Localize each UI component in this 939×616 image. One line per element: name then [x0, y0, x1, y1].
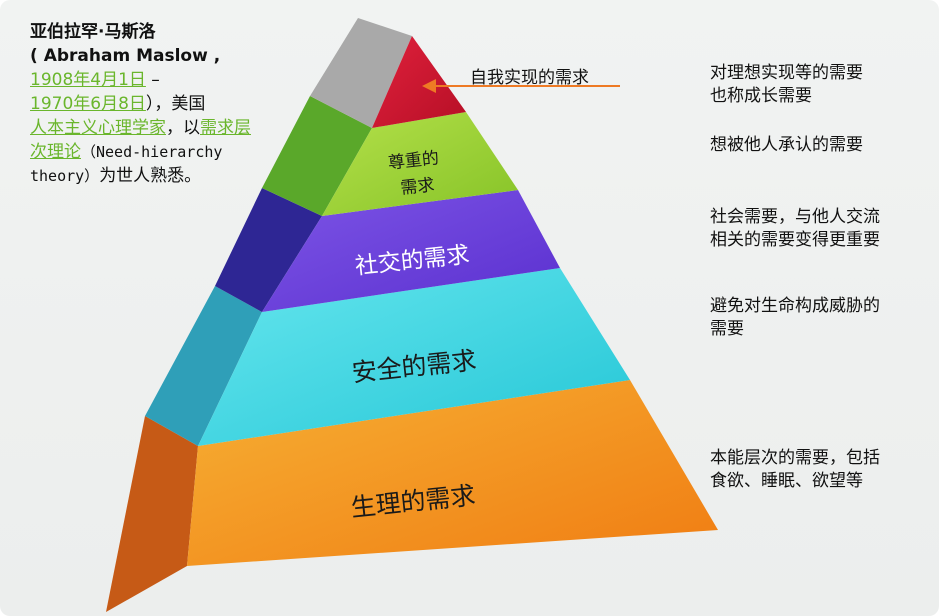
desc-self-actualization-line1: 对理想实现等的需要: [710, 63, 863, 83]
intro-ending: 为世人熟悉。: [99, 166, 202, 186]
intro-english-name: ( Abraham Maslow ,: [30, 46, 221, 66]
physiological-side-face: [106, 416, 198, 612]
desc-physiological-line1: 本能层次的需要，包括: [710, 448, 880, 468]
esteem-level: [322, 112, 518, 216]
desc-esteem-line1: 想被他人承认的需要: [710, 135, 863, 155]
desc-self-actualization: 对理想实现等的需要 也称成长需要: [710, 62, 925, 108]
safety-level: [198, 268, 630, 446]
desc-social-line1: 社会需要，与他人交流: [710, 207, 880, 227]
maslow-intro: 亚伯拉罕·马斯洛 ( Abraham Maslow , 1908年4月1日 – …: [30, 20, 260, 188]
desc-safety-line2: 需要: [710, 319, 744, 339]
desc-physiological: 本能层次的需要，包括 食欲、睡眠、欲望等: [710, 447, 925, 493]
intro-after-profession: ，以: [166, 118, 200, 138]
theory-english: （Need-hierarchy theory）: [30, 143, 223, 185]
safety-side-face: [145, 286, 262, 446]
self-actualization-level: [372, 36, 466, 128]
apex-side-face: [310, 18, 412, 128]
esteem-label-line2: 需求: [400, 175, 436, 198]
desc-self-actualization-line2: 也称成长需要: [710, 86, 812, 106]
desc-social-line2: 相关的需要变得更重要: [710, 230, 880, 250]
death-date-link[interactable]: 1970年6月8日: [30, 94, 146, 114]
birth-date-link[interactable]: 1908年4月1日: [30, 70, 146, 90]
callout-arrow-head: [422, 79, 436, 93]
intro-name: 亚伯拉罕·马斯洛: [30, 22, 156, 42]
intro-after-death: ），美国: [145, 94, 206, 114]
social-level: [262, 190, 560, 312]
social-side-face: [215, 188, 322, 312]
desc-social: 社会需要，与他人交流 相关的需要变得更重要: [710, 206, 925, 252]
desc-safety: 避免对生命构成威胁的 需要: [710, 295, 925, 341]
theory-link[interactable]: 需求层次理论: [30, 118, 251, 162]
profession-link[interactable]: 人本主义心理学家: [30, 118, 166, 138]
date-dash: –: [145, 70, 160, 90]
esteem-side-face: [262, 96, 372, 216]
physiological-level: [187, 380, 718, 566]
self-actualization-label: 自我实现的需求: [470, 68, 589, 88]
desc-safety-line1: 避免对生命构成威胁的: [710, 296, 880, 316]
desc-physiological-line2: 食欲、睡眠、欲望等: [710, 471, 863, 491]
desc-esteem: 想被他人承认的需要: [710, 134, 925, 157]
